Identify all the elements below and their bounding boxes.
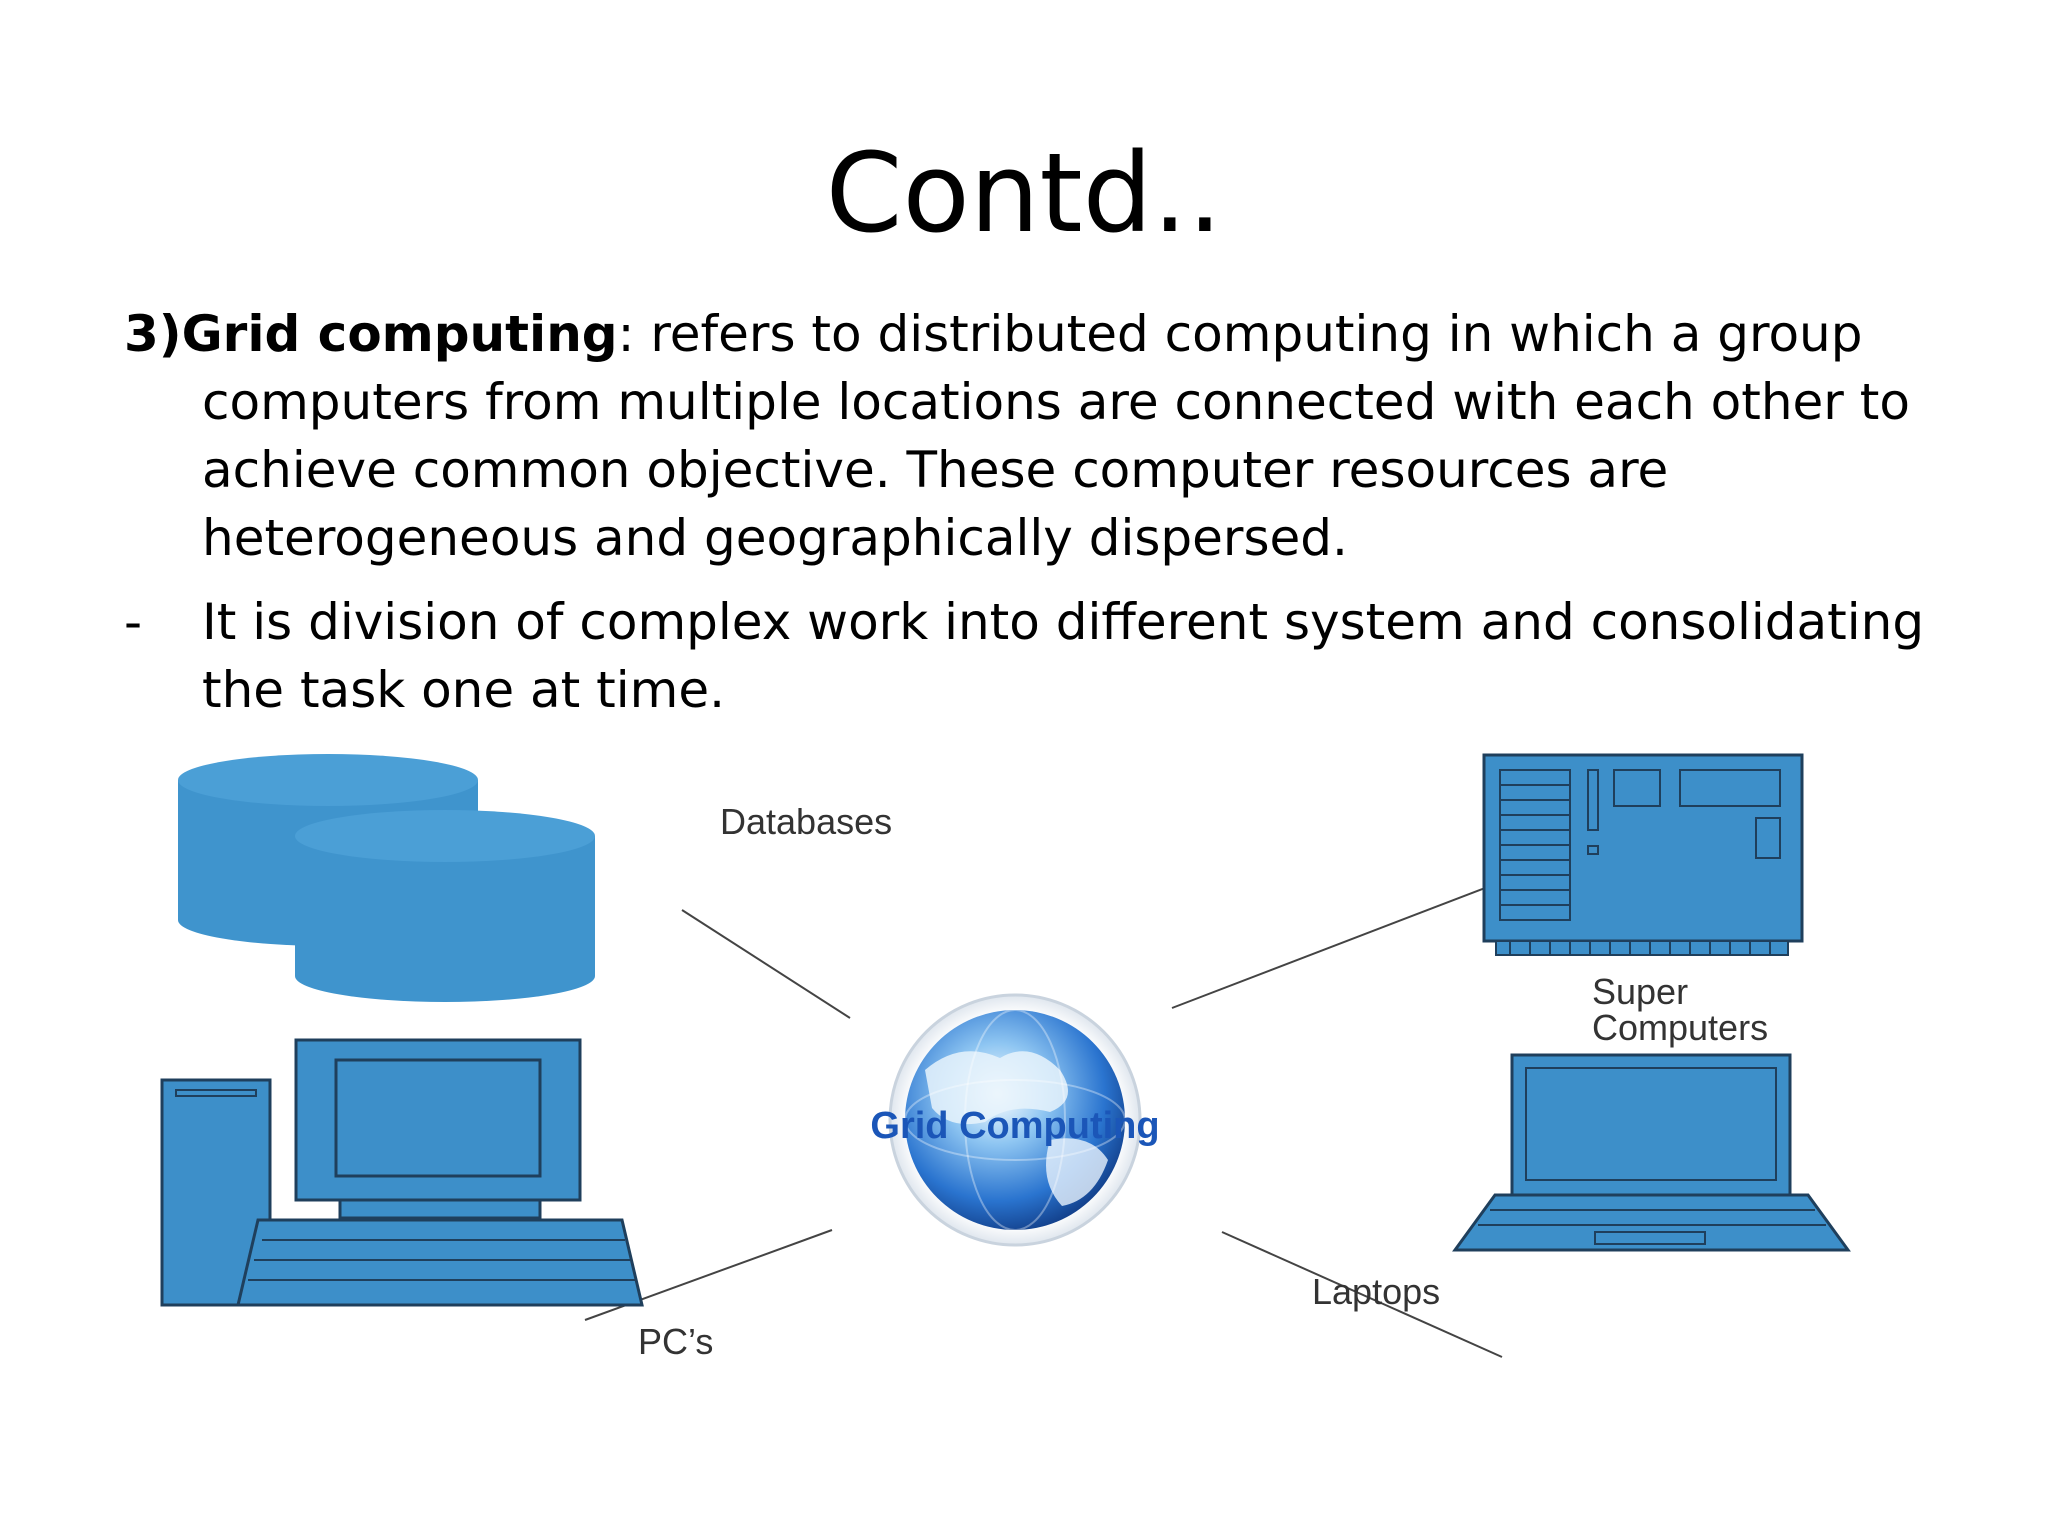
definition-first-line: 3)Grid computing: refers to distributed … (124, 300, 2004, 368)
label-databases: Databases (720, 801, 892, 842)
globe-label: Grid Computing (870, 1105, 1159, 1147)
label-computers: Computers (1592, 1007, 1768, 1048)
bullet-division-of-work: - It is division of complex work into di… (124, 588, 2004, 724)
bullet-dash: - (124, 593, 143, 651)
connector-laptops (1221, 1231, 1503, 1358)
bullet-text: It is division of complex work into diff… (202, 593, 1925, 719)
super-computer-icon (1482, 753, 1804, 956)
label-laptops: Laptops (1312, 1271, 1440, 1312)
laptop-icon (1452, 1053, 1851, 1252)
definition-lead-text: : refers to distributed computing in whi… (617, 305, 1863, 363)
pc-icon (160, 1038, 644, 1307)
slide-title: Contd.. (825, 129, 1223, 257)
grid-computing-diagram: Databases (160, 753, 1851, 1362)
connector-databases (681, 909, 851, 1019)
label-super: Super (1592, 971, 1688, 1012)
connector-super-computers (1171, 887, 1486, 1009)
grid-computing-globe (888, 993, 1142, 1247)
databases-icon (178, 754, 595, 1002)
grid-computing-definition: 3)Grid computing: refers to distributed … (124, 300, 2004, 572)
term-grid-computing: 3)Grid computing (124, 305, 618, 363)
label-pcs: PC’s (638, 1321, 713, 1362)
definition-continuation: computers from multiple locations are co… (202, 373, 1910, 567)
